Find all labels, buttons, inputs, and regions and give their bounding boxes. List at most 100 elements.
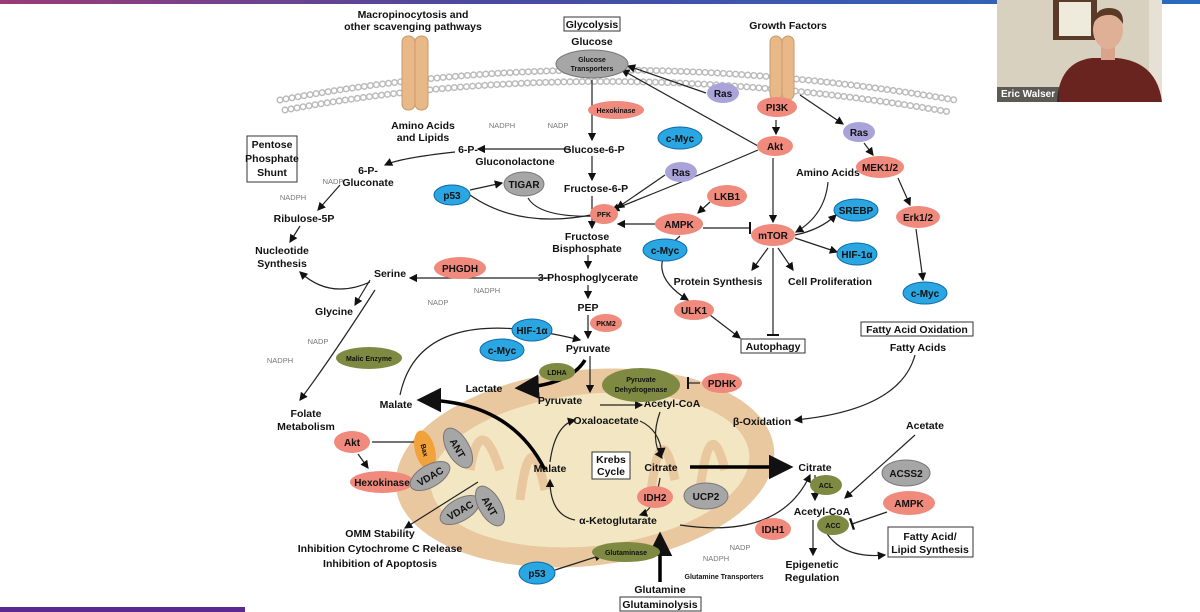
label: Growth Factors <box>749 20 827 32</box>
svg-text:MEK1/2: MEK1/2 <box>862 163 899 174</box>
label: Malate <box>380 399 413 411</box>
label: Glycine <box>315 306 353 318</box>
section-title: Fatty Acid/ <box>903 531 956 543</box>
fatty-acid-oxidation-box <box>860 321 974 337</box>
participant-video-feed <box>997 0 1162 102</box>
svg-text:p53: p53 <box>528 569 546 580</box>
label: Lactate <box>466 383 503 395</box>
svg-text:Glutaminase: Glutaminase <box>605 550 647 557</box>
svg-text:LKB1: LKB1 <box>714 192 741 203</box>
node-ucp2: UCP2 <box>683 482 729 510</box>
svg-text:Ras: Ras <box>672 168 691 179</box>
svg-text:LDHA: LDHA <box>547 370 566 377</box>
svg-text:TIGAR: TIGAR <box>508 180 540 191</box>
growth-factor-receptor <box>769 35 795 101</box>
node-erk: Erk1/2 <box>896 206 940 228</box>
node-idh1: IDH1 <box>755 518 791 540</box>
cofactor-label: NADPH <box>474 286 500 295</box>
label: and Lipids <box>397 132 450 144</box>
label: Amino Acids <box>796 167 860 179</box>
label: Glucose-6-P <box>563 144 624 156</box>
label: Gluconolactone <box>475 156 555 168</box>
label: Cell Proliferation <box>788 276 872 288</box>
svg-text:PHGDH: PHGDH <box>442 264 478 275</box>
node-ras: Ras <box>843 122 875 142</box>
autophagy-box <box>740 338 806 354</box>
svg-text:Hexokinase: Hexokinase <box>354 478 410 489</box>
label: Acetyl-CoA <box>794 506 851 518</box>
node-lkb1: LKB1 <box>707 185 747 207</box>
svg-text:PFK: PFK <box>597 212 611 219</box>
node-hexokinase: Hexokinase <box>588 101 644 119</box>
label: Acetate <box>906 420 944 432</box>
label: Oxaloacetate <box>573 415 639 427</box>
svg-text:PKM2: PKM2 <box>596 321 616 328</box>
label: Fructose-6-P <box>564 183 628 195</box>
node-pdhk: PDHK <box>702 373 742 393</box>
participant-video[interactable]: Eric Walser <box>997 0 1162 102</box>
node-tigar: TIGAR <box>503 171 545 197</box>
label: Pyruvate <box>566 343 611 355</box>
svg-text:Erk1/2: Erk1/2 <box>903 213 933 224</box>
node-ampk: AMPK <box>655 213 703 235</box>
label: Regulation <box>785 572 839 584</box>
node-c-myc: c-Myc <box>479 338 525 362</box>
label: Protein Synthesis <box>674 276 763 288</box>
svg-text:c-Myc: c-Myc <box>666 134 695 145</box>
svg-text:Hexokinase: Hexokinase <box>597 108 636 115</box>
svg-text:Glucose: Glucose <box>578 57 606 64</box>
svg-text:AMPK: AMPK <box>664 220 694 231</box>
node-ant: ANT <box>474 485 506 527</box>
svg-text:HIF-1α: HIF-1α <box>841 250 873 261</box>
fatty-acid-synthesis-box <box>887 526 974 558</box>
top-accent-bar <box>0 0 1200 4</box>
svg-text:Transporters: Transporters <box>571 66 614 73</box>
node-mek: MEK1/2 <box>856 156 904 178</box>
scavenging-receptor <box>401 35 429 111</box>
section-title: Pentose <box>252 139 293 151</box>
node-p53: p53 <box>518 561 556 585</box>
node-hif1a: HIF-1α <box>511 318 553 342</box>
label: Glutamine Transporters <box>685 574 764 581</box>
pentose-phosphate-box <box>246 135 298 183</box>
node-vdac: VDAC <box>439 494 481 526</box>
cofactor-label: NADPH <box>703 554 729 563</box>
svg-text:c-Myc: c-Myc <box>651 246 680 257</box>
label: Amino Acids <box>391 120 455 132</box>
cofactor-label: NADP <box>730 543 751 552</box>
node-pi3k: PI3K <box>757 97 797 117</box>
svg-text:ACL: ACL <box>819 483 834 490</box>
svg-text:IDH2: IDH2 <box>644 493 667 504</box>
svg-text:ACC: ACC <box>825 523 840 530</box>
node-ras: Ras <box>665 162 697 182</box>
label: Nucleotide <box>255 245 309 257</box>
label: Krebs <box>596 454 626 466</box>
node-ldha: LDHA <box>539 363 575 381</box>
node-akt: Akt <box>334 431 370 453</box>
node-hif1a: HIF-1α <box>836 242 878 266</box>
node-mtor: mTOR <box>751 224 795 246</box>
svg-text:Ras: Ras <box>850 128 869 139</box>
label: Macropinocytosis and <box>358 9 469 21</box>
label: Inhibition of Apoptosis <box>323 558 437 570</box>
cofactor-label: NADP <box>428 298 449 307</box>
label: β-Oxidation <box>733 416 791 428</box>
section-title: Glycolysis <box>566 19 619 31</box>
label: other scavenging pathways <box>344 21 482 33</box>
node-hexokinase: Hexokinase <box>350 471 414 493</box>
label: Epigenetic <box>785 559 838 571</box>
label: Serine <box>374 268 406 280</box>
node-ras: Ras <box>707 83 739 103</box>
node-vdac: VDAC <box>409 460 451 492</box>
svg-text:HIF-1α: HIF-1α <box>516 326 548 337</box>
svg-text:c-Myc: c-Myc <box>488 346 517 357</box>
glutaminolysis-box <box>619 596 702 612</box>
label: Acetyl-CoA <box>644 398 701 410</box>
section-title: Glutaminolysis <box>622 599 697 611</box>
svg-text:IDH1: IDH1 <box>762 525 785 536</box>
glycolysis-box <box>563 16 621 32</box>
node-phgdh: PHGDH <box>434 257 486 279</box>
cofactor-label: NADPH <box>280 193 306 202</box>
label: Citrate <box>798 462 831 474</box>
